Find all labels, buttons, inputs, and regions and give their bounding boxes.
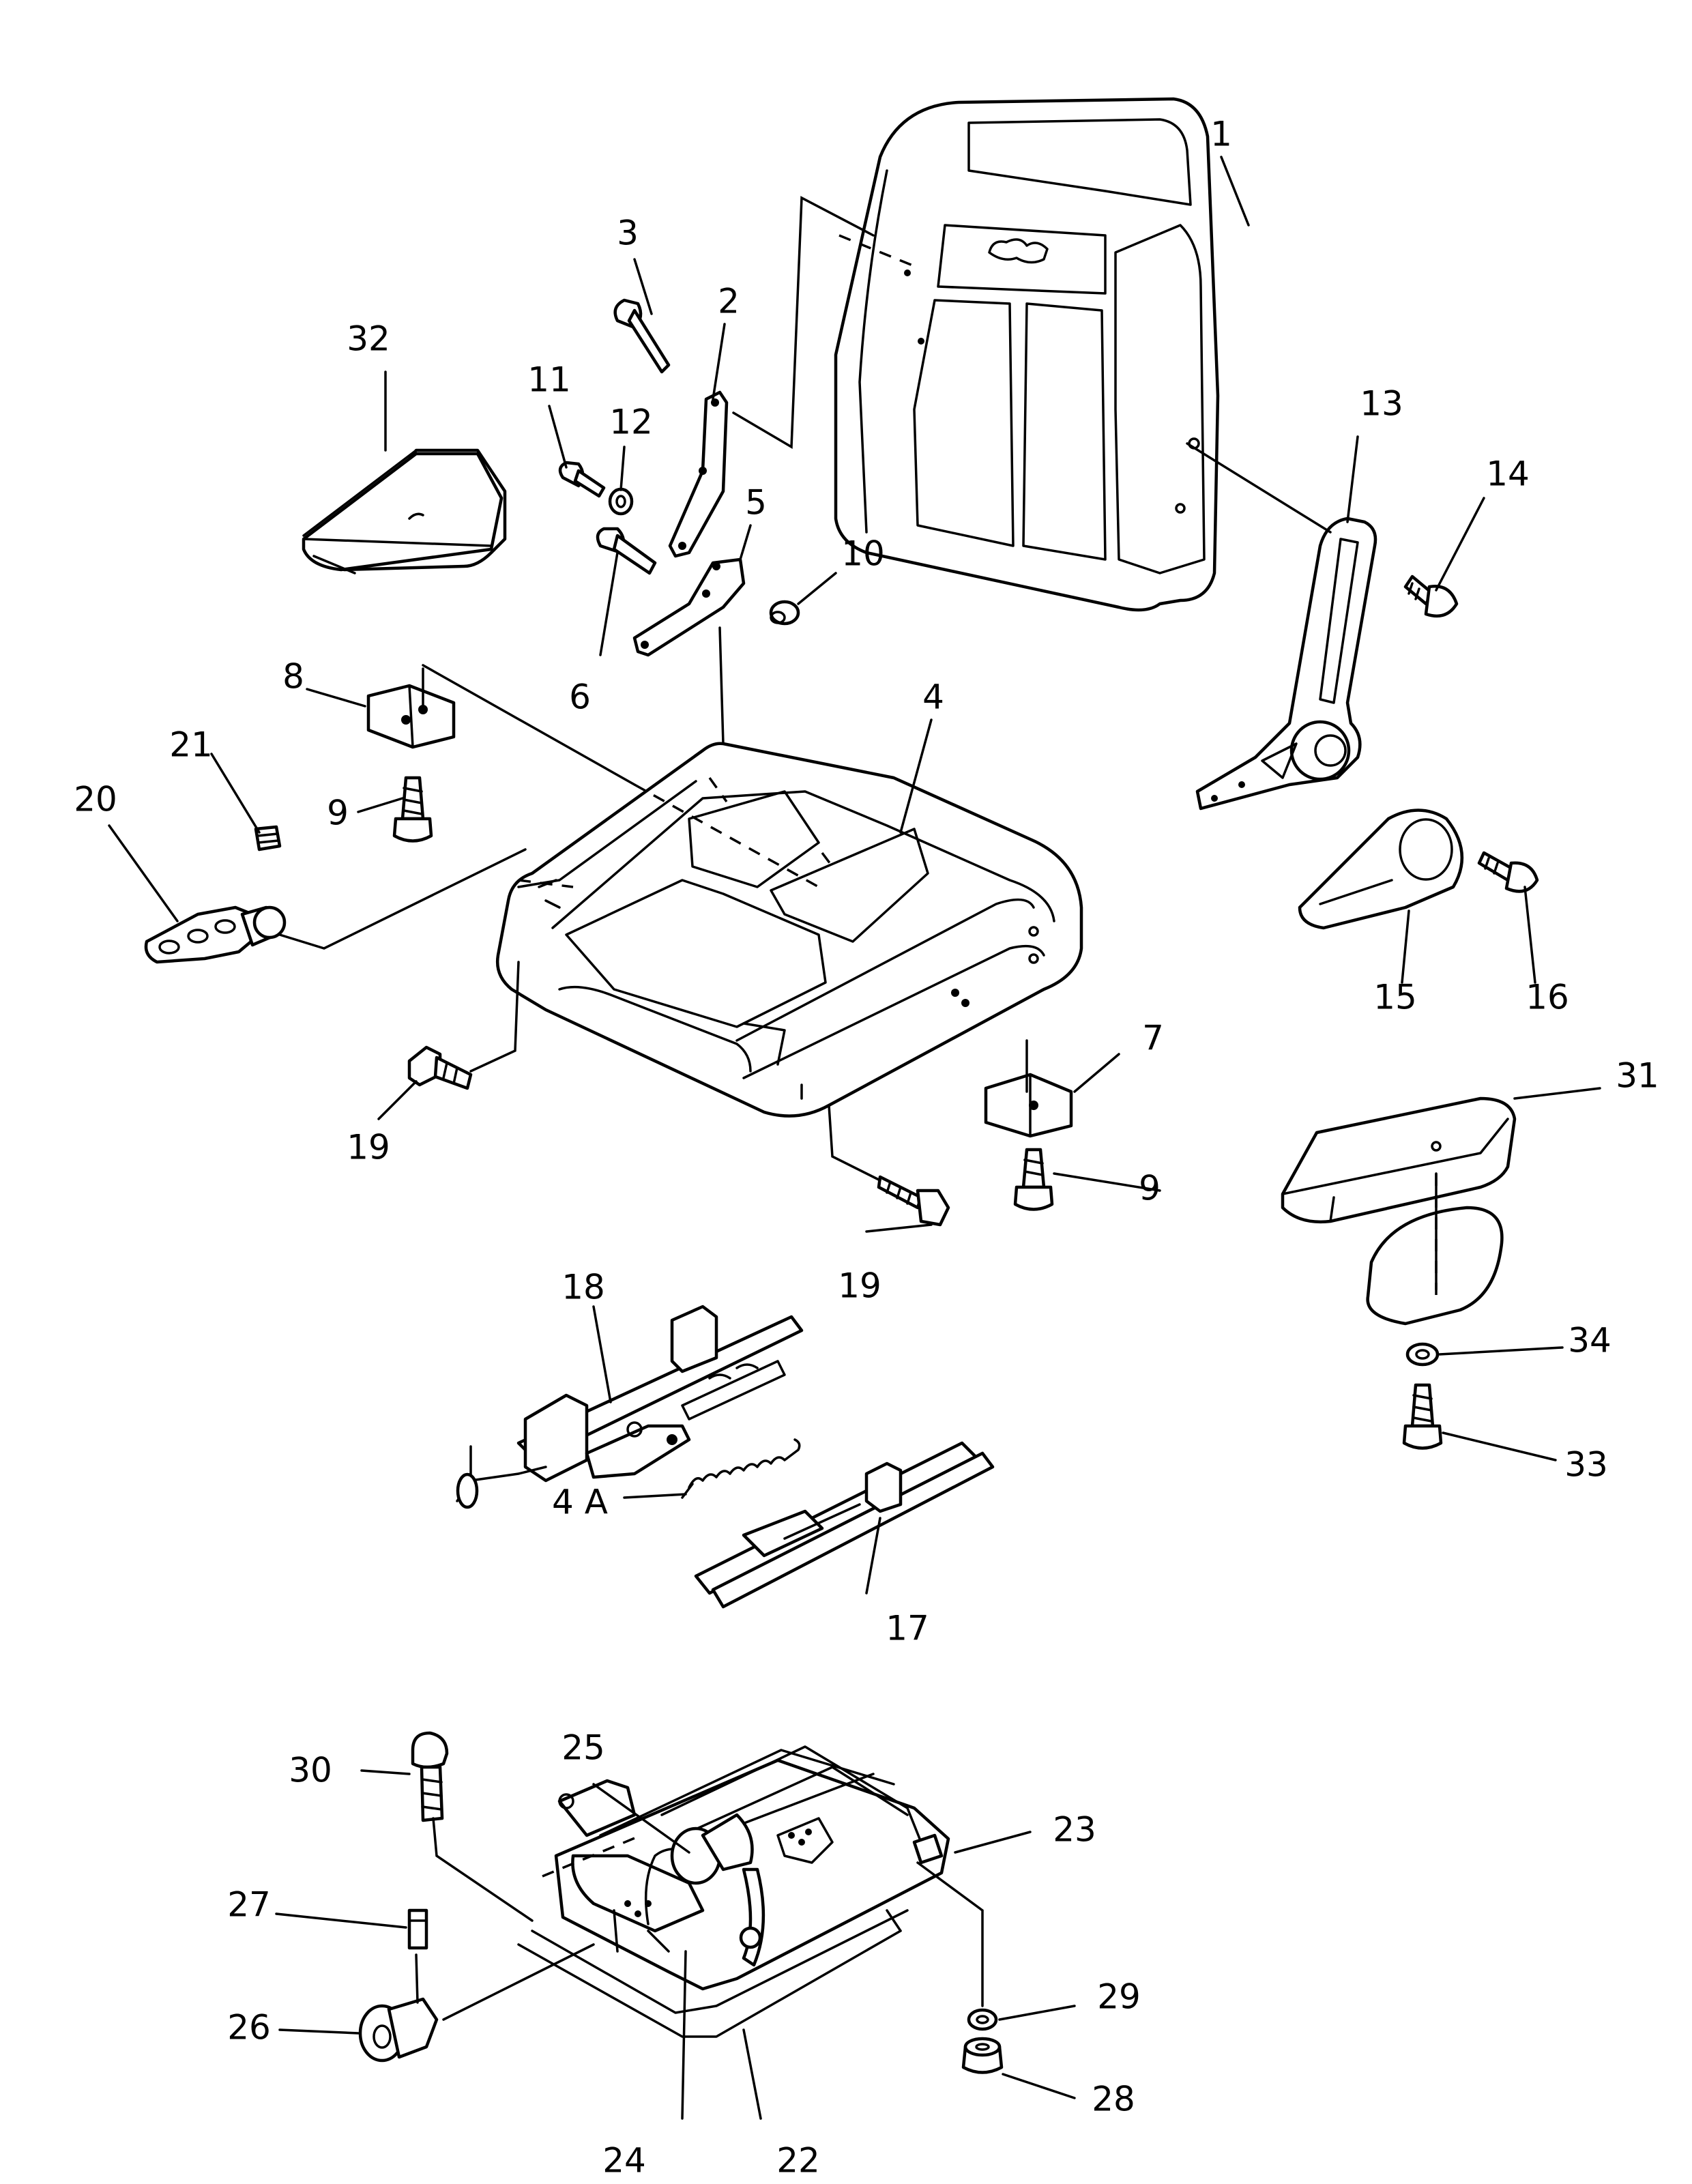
label-part-5: 5 <box>745 483 767 523</box>
bolt-16 <box>1477 851 1539 893</box>
label-part-7: 7 <box>1142 1019 1164 1058</box>
label-part-2: 2 <box>718 282 740 321</box>
label-part-27: 27 <box>227 1885 271 1925</box>
label-part-16: 16 <box>1526 978 1569 1017</box>
label-part-33: 33 <box>1564 1445 1608 1485</box>
label-part-23: 23 <box>1053 1810 1096 1850</box>
seat-suspension-base <box>517 1745 950 2038</box>
label-part-20: 20 <box>74 780 117 819</box>
label-part-13: 13 <box>1360 384 1403 424</box>
label-part-24: 24 <box>602 2141 646 2181</box>
label-part-14: 14 <box>1486 454 1530 494</box>
hidden-lines <box>518 234 1438 1878</box>
washer-12 <box>608 487 634 516</box>
label-part-21: 21 <box>169 725 213 765</box>
assembly-lines <box>278 196 1438 2021</box>
armrest-pad-right <box>1281 1096 1517 1223</box>
label-part-18: 18 <box>561 1268 605 1307</box>
hinge-plate <box>632 557 746 657</box>
label-part-15: 15 <box>1373 978 1417 1017</box>
label-part-4a: 4 A <box>552 1483 608 1522</box>
bolt-9-right <box>1013 1148 1054 1211</box>
label-part-28: 28 <box>1092 2080 1135 2119</box>
label-part-30: 30 <box>289 1751 332 1790</box>
recliner-cover <box>1298 809 1464 930</box>
recline-lever <box>144 905 287 964</box>
label-part-8: 8 <box>282 657 304 697</box>
label-part-17: 17 <box>886 1609 929 1648</box>
label-part-6: 6 <box>569 678 591 717</box>
backrest-cushion <box>834 97 1220 612</box>
pin-27 <box>407 1908 428 1950</box>
label-leaders <box>108 156 1601 2120</box>
label-part-19b: 19 <box>838 1266 881 1306</box>
label-part-22: 22 <box>776 2141 820 2181</box>
washer-34 <box>1405 1342 1440 1367</box>
label-part-10: 10 <box>841 534 885 574</box>
label-part-34: 34 <box>1568 1321 1611 1360</box>
label-part-19a: 19 <box>347 1128 390 1167</box>
bolt-3 <box>613 298 671 374</box>
bolt-33 <box>1402 1383 1443 1450</box>
recliner-mechanism <box>1195 516 1377 811</box>
armrest-bracket <box>1366 1206 1504 1326</box>
label-part-29: 29 <box>1097 1977 1141 2017</box>
label-part-11: 11 <box>527 360 571 400</box>
label-part-4: 4 <box>922 678 944 717</box>
label-part-32: 32 <box>347 319 390 359</box>
bolt-9-left <box>392 776 433 843</box>
label-part-26: 26 <box>227 2008 271 2048</box>
bracket-7 <box>984 1073 1073 1138</box>
label-part-31: 31 <box>1616 1056 1659 1096</box>
part-number-labels: 1 2 3 4 4 A 5 6 7 8 9 9 10 11 12 13 14 1… <box>74 115 1659 2181</box>
bolt-19-left <box>407 1045 473 1090</box>
back-bracket <box>668 390 729 558</box>
label-part-9a: 9 <box>327 793 349 833</box>
seat-cushion <box>495 742 1083 1118</box>
label-part-3: 3 <box>617 214 639 253</box>
bolt-30 <box>411 1731 449 1822</box>
label-part-1: 1 <box>1210 115 1232 154</box>
armrest-pad-left <box>302 448 507 574</box>
label-part-25: 25 <box>561 1728 605 1768</box>
label-part-12: 12 <box>609 403 653 442</box>
washer-29 <box>967 2008 998 2031</box>
bolt-14 <box>1403 574 1459 618</box>
label-part-9b: 9 <box>1139 1169 1161 1208</box>
slide-rail-18 <box>456 1305 804 1509</box>
bolt-19-right <box>877 1175 950 1227</box>
bracket-8 <box>366 684 456 749</box>
cap-21 <box>254 825 282 851</box>
spring-4a <box>681 1438 801 1499</box>
nut-28 <box>961 2037 1004 2074</box>
slide-rail-17 <box>694 1441 995 1609</box>
bolt-6 <box>596 527 657 575</box>
nut-10 <box>769 600 800 626</box>
knob-26 <box>358 1997 439 2063</box>
